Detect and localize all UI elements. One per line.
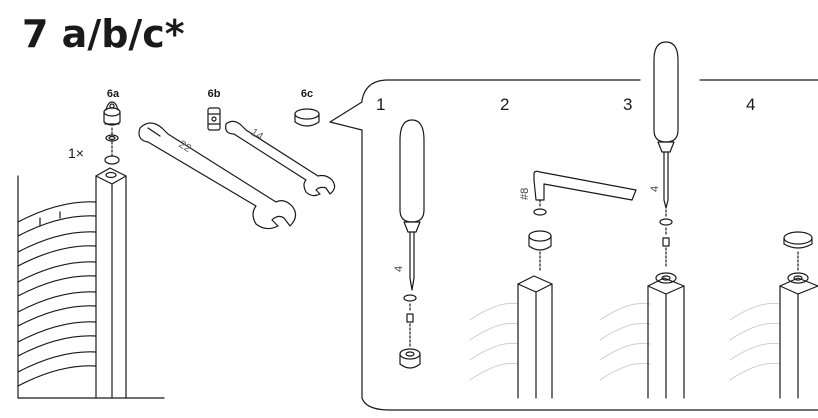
step-1-illustration <box>399 119 425 369</box>
step-1-tool-size: 4 <box>393 266 405 272</box>
wrench-22 <box>138 122 297 230</box>
wrench-22-size: 22 <box>176 138 193 155</box>
part-6a-valve <box>103 101 121 165</box>
step-4-illustration <box>779 231 818 399</box>
step-3-tool-size: 4 <box>649 186 661 192</box>
step-label-1: 1 <box>376 95 386 114</box>
part-label-6c: 6c <box>300 88 314 100</box>
step-3-illustration <box>647 41 685 399</box>
part-label-6b: 6b <box>207 88 221 100</box>
wrench-14-size: 14 <box>248 126 265 143</box>
step-2-tool-size: #8 <box>519 188 531 200</box>
steps-panel-outline <box>329 79 818 411</box>
step-2-illustration <box>517 170 637 399</box>
wrench-14 <box>225 120 336 197</box>
page-title: 7 a/b/c* <box>22 12 185 56</box>
step-label-3: 3 <box>623 95 633 114</box>
radiator-rails <box>17 201 97 387</box>
quantity-label: 1× <box>68 145 84 161</box>
part-6b-cylinder <box>207 107 221 131</box>
step-label-4: 4 <box>746 95 756 114</box>
part-6c-cap <box>294 108 320 127</box>
radiator-illustration <box>17 167 165 399</box>
step-label-2: 2 <box>500 95 510 114</box>
part-label-6a: 6a <box>106 88 120 100</box>
